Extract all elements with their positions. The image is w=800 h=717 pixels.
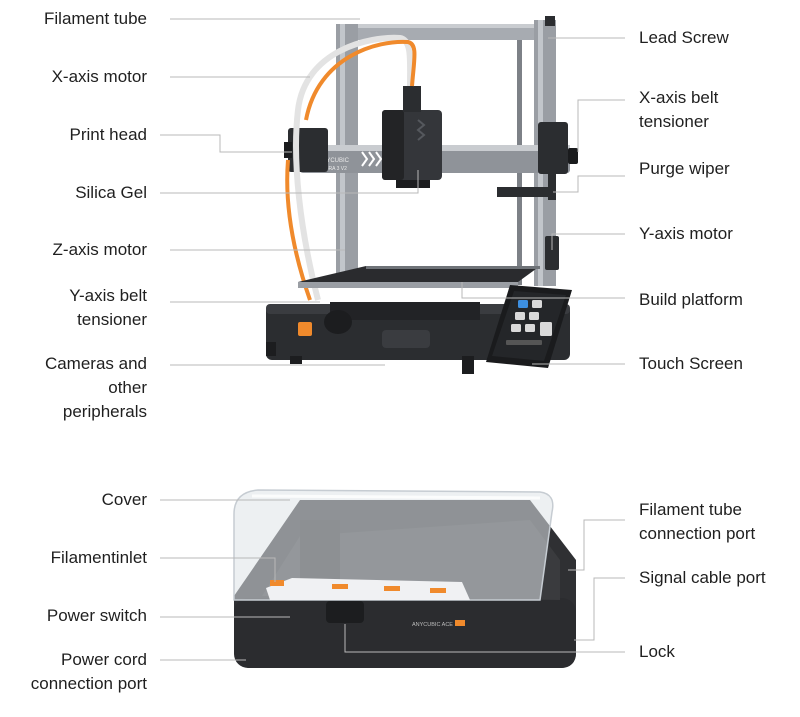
label-x-axis-motor: X-axis motor (51, 67, 147, 86)
label-cameras-peripherals: Cameras and other peripherals (44, 354, 147, 421)
leader-build-platform (461, 282, 625, 299)
lock (326, 601, 364, 623)
label-print-head: Print head (69, 125, 148, 144)
leader-filamentinlet (160, 557, 276, 582)
leader-lock (344, 624, 625, 653)
filament-inlet (266, 578, 470, 600)
leader-y-axis-motor (551, 233, 625, 250)
label-power-cord-port: Power cord connection port (30, 650, 147, 693)
leader-x-belt-tensioner (577, 99, 625, 152)
leader-signal-cable-port (574, 577, 625, 641)
leader-silica-gel (160, 170, 419, 194)
label-x-axis-belt-tensioner: X-axis belt tensioner (639, 88, 719, 131)
label-lead-screw: Lead Screw (639, 28, 729, 47)
x-axis-belt-tensioner (538, 122, 568, 174)
ace-illustration: ANYCUBIC ACE (233, 489, 576, 668)
label-z-axis-motor: Z-axis motor (52, 240, 147, 259)
printer-illustration: ANYCUBIC KOBRA 3 V2 (266, 16, 578, 374)
label-silica-gel: Silica Gel (75, 183, 147, 202)
label-build-platform: Build platform (639, 290, 743, 309)
leader-filament-tube-port (568, 519, 625, 571)
leader-print-head (160, 134, 292, 153)
touch-screen (486, 285, 572, 368)
purge-wiper (497, 187, 553, 197)
label-purge-wiper: Purge wiper (639, 159, 730, 178)
label-touch-screen: Touch Screen (639, 354, 743, 373)
label-filamentinlet: Filamentinlet (50, 548, 147, 567)
label-power-switch: Power switch (46, 606, 147, 625)
printer-model-text: KOBRA 3 V2 (318, 166, 347, 172)
ace-brand-text: ANYCUBIC ACE (412, 622, 453, 628)
printer-brand-text: ANYCUBIC (318, 158, 350, 164)
ace-cover (233, 489, 554, 601)
label-y-axis-belt-tensioner: Y-axis belt tensioner (69, 286, 147, 329)
label-lock: Lock (639, 642, 675, 661)
build-plate (298, 266, 540, 282)
y-axis-motor (545, 236, 559, 270)
label-filament-tube-connection-port: Filament tube connection port (639, 500, 756, 543)
label-cover: Cover (101, 490, 147, 509)
leader-lines (160, 18, 625, 661)
label-y-axis-motor: Y-axis motor (639, 224, 733, 243)
label-signal-cable-port: Signal cable port (639, 568, 766, 587)
label-filament-tube: Filament tube (44, 9, 147, 28)
filament-tube-orange (304, 39, 417, 121)
leader-purge-wiper (553, 175, 625, 193)
